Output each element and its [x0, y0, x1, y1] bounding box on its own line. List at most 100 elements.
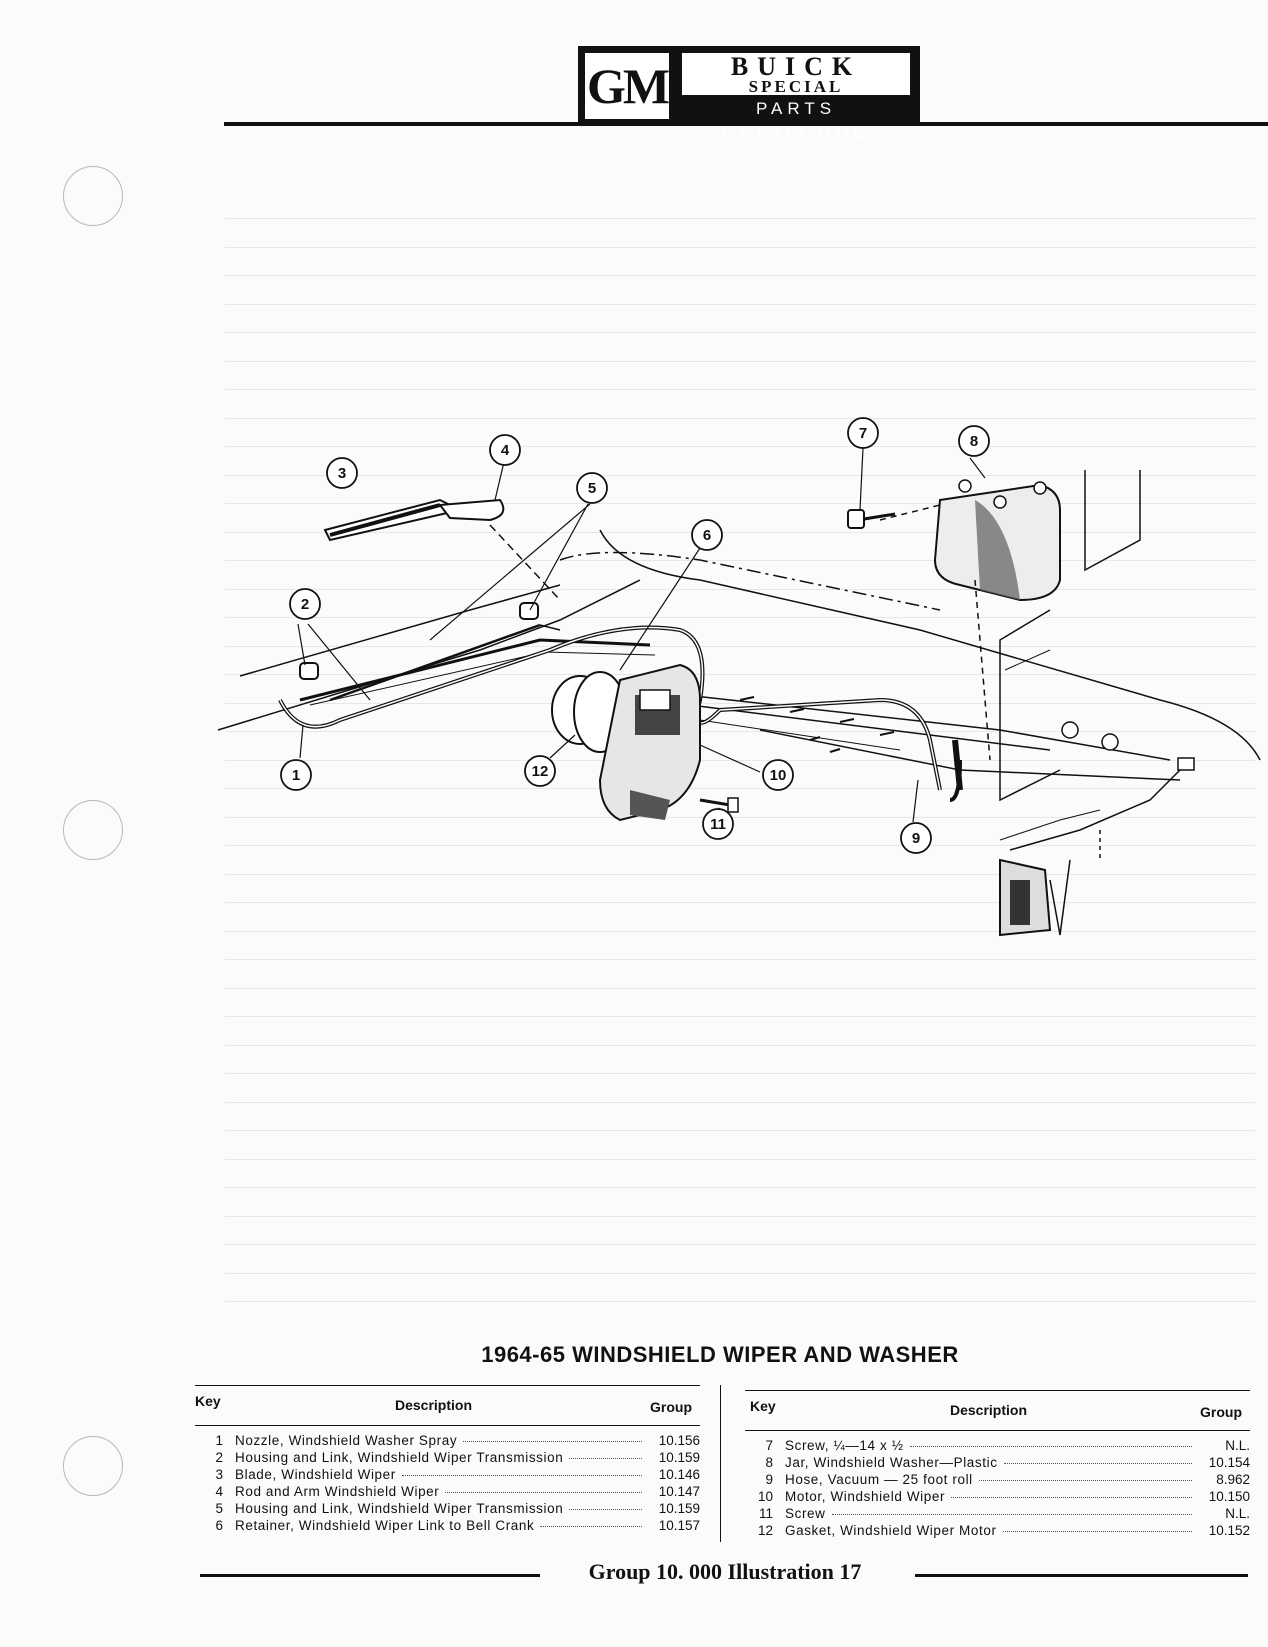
callout-4: 4 — [489, 434, 521, 466]
dot-leader — [569, 1458, 642, 1459]
part-group: 10.146 — [658, 1467, 700, 1482]
dot-leader — [909, 1446, 1192, 1447]
table-top-rule — [195, 1385, 700, 1386]
footer-label: Group 10. 000 Illustration 17 — [588, 1559, 862, 1584]
parts-row: 5 Housing and Link, Windshield Wiper Tran… — [195, 1501, 700, 1517]
ruled-line — [225, 446, 1255, 447]
key-header: Key — [195, 1393, 221, 1409]
brand-name: BUICK — [730, 52, 862, 81]
dot-leader — [401, 1475, 642, 1476]
parts-row: 8 Jar, Windshield Washer—Plastic 10.154 — [745, 1455, 1250, 1471]
callout-5: 5 — [576, 472, 608, 504]
dot-leader — [1003, 1463, 1192, 1464]
parts-row: 4 Rod and Arm Windshield Wiper 10.147 — [195, 1484, 700, 1500]
part-key: 4 — [215, 1484, 223, 1499]
part-group: 10.152 — [1208, 1523, 1250, 1538]
binder-hole-middle — [63, 800, 123, 860]
ruled-line — [225, 988, 1255, 989]
part-description: Jar, Windshield Washer—Plastic — [785, 1455, 998, 1470]
part-key: 5 — [215, 1501, 223, 1516]
part-key: 12 — [757, 1523, 773, 1538]
ruled-line — [225, 218, 1255, 219]
footer-rule-left — [200, 1574, 540, 1577]
part-key: 9 — [765, 1472, 773, 1487]
part-description: Motor, Windshield Wiper — [785, 1489, 946, 1504]
svg-text:5: 5 — [588, 480, 596, 497]
part-group: N.L. — [1225, 1506, 1250, 1521]
column-divider — [720, 1385, 721, 1542]
ruled-line — [225, 646, 1255, 647]
section-title: 1964-65 WINDSHIELD WIPER AND WASHER — [481, 1342, 959, 1367]
svg-text:1: 1 — [292, 767, 300, 784]
part-key: 7 — [765, 1438, 773, 1453]
catalog-header: GM BUICK SPECIAL PARTS CATALOGUE — [578, 46, 920, 142]
svg-text:8: 8 — [970, 433, 978, 450]
ruled-line — [225, 731, 1255, 732]
parts-row: 12 Gasket, Windshield Wiper Motor 10.152 — [745, 1523, 1250, 1539]
part-key: 8 — [765, 1455, 773, 1470]
part-group: 10.154 — [1208, 1455, 1250, 1470]
dot-leader — [463, 1441, 642, 1442]
ruled-line — [225, 304, 1255, 305]
ruled-line — [225, 817, 1255, 818]
callout-8: 8 — [958, 425, 990, 457]
dot-leader — [951, 1497, 1192, 1498]
ruled-line — [225, 760, 1255, 761]
ruled-line — [225, 389, 1255, 390]
dot-leader — [1002, 1531, 1192, 1532]
part-description: Rod and Arm Windshield Wiper — [235, 1484, 440, 1499]
dot-leader — [978, 1480, 1192, 1481]
gm-logo: GM — [585, 53, 670, 119]
part-description: Blade, Windshield Wiper — [235, 1467, 396, 1482]
parts-row: 3 Blade, Windshield Wiper 10.146 — [195, 1467, 700, 1483]
part-group: 10.156 — [658, 1433, 700, 1448]
ruled-line — [225, 332, 1255, 333]
callout-3: 3 — [326, 457, 358, 489]
footer-rule-right — [915, 1574, 1248, 1577]
ruled-line — [225, 674, 1255, 675]
group-header: Group — [650, 1399, 692, 1415]
svg-text:12: 12 — [532, 763, 549, 780]
ruled-line — [225, 275, 1255, 276]
ruled-line — [225, 703, 1255, 704]
svg-text:6: 6 — [703, 527, 711, 544]
svg-text:9: 9 — [912, 830, 920, 847]
ruled-line — [225, 1159, 1255, 1160]
binder-hole-bottom — [63, 1436, 123, 1496]
part-description: Gasket, Windshield Wiper Motor — [785, 1523, 997, 1538]
wiper-washer-diagram: 1 2 3 4 5 6 7 8 9 10 11 12 — [217, 417, 1261, 937]
callout-7: 7 — [847, 417, 879, 449]
part-group: 10.159 — [658, 1501, 700, 1516]
ruled-line — [225, 418, 1255, 419]
part-group: 10.147 — [658, 1484, 700, 1499]
part-description: Hose, Vacuum — 25 foot roll — [785, 1472, 973, 1487]
ruled-line — [225, 503, 1255, 504]
ruled-line — [225, 902, 1255, 903]
ruled-line — [225, 617, 1255, 618]
svg-text:11: 11 — [710, 816, 726, 833]
ruled-line — [225, 475, 1255, 476]
model-name: SPECIAL — [748, 77, 844, 96]
description-header: Description — [950, 1402, 1028, 1418]
dot-leader — [569, 1509, 642, 1510]
ruled-line — [225, 1073, 1255, 1074]
svg-text:3: 3 — [338, 465, 346, 482]
header-rule — [224, 122, 1268, 126]
ruled-line — [225, 959, 1255, 960]
part-description: Housing and Link, Windshield Wiper Trans… — [235, 1501, 564, 1516]
brand-box: BUICK SPECIAL — [682, 53, 910, 95]
dot-leader — [831, 1514, 1192, 1515]
ruled-line — [225, 1273, 1255, 1274]
dot-leader — [445, 1492, 642, 1493]
ruled-line — [225, 845, 1255, 846]
callout-11: 11 — [702, 808, 734, 840]
part-key: 1 — [215, 1433, 223, 1448]
svg-text:4: 4 — [501, 442, 510, 459]
part-key: 3 — [215, 1467, 223, 1482]
